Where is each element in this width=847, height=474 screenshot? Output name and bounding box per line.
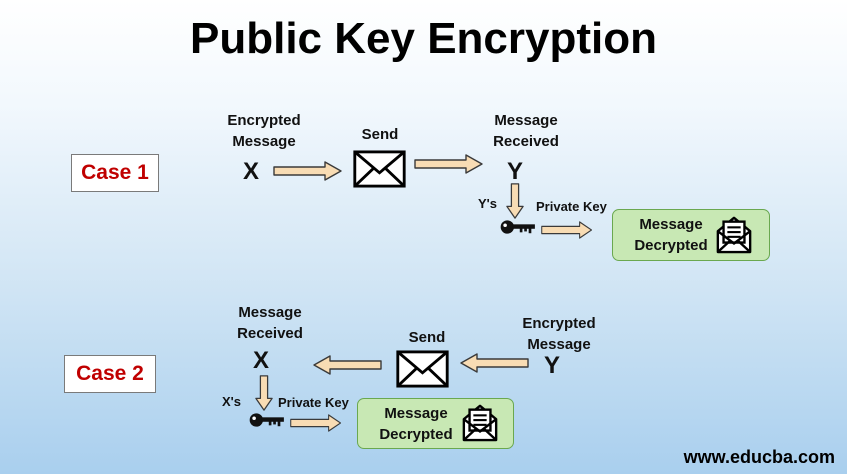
case-2-sender-y: Y <box>543 352 560 379</box>
page-title: Public Key Encryption <box>190 14 657 63</box>
case-1-decrypted-box: Message Decrypted <box>612 209 770 261</box>
case-1-envelope-icon <box>353 150 406 188</box>
case-2-down-arrow <box>255 375 273 411</box>
case-1-key-icon <box>500 220 535 234</box>
case-2-receiver-x: X <box>252 347 269 374</box>
case-2-key-icon <box>249 413 284 427</box>
case-2-send-label: Send <box>408 329 446 346</box>
case-1-key-owner-label: Y's <box>478 196 497 211</box>
case-2-encrypted-message-label: Encrypted Message <box>522 315 596 353</box>
case-2-arrow-to-send <box>459 353 529 373</box>
case-2-arrow-to-decrypted <box>290 414 342 432</box>
case-2-arrow-to-receiver <box>312 355 382 375</box>
case-1-sender-x: X <box>242 158 259 185</box>
case-1-private-key-label: Private Key <box>536 199 607 214</box>
case-2-label: Case 2 <box>64 355 156 393</box>
case-2-message-received-label: Message Received <box>237 304 303 342</box>
case-2-decrypted-box: Message Decrypted <box>357 398 514 449</box>
case-1-label: Case 1 <box>71 154 159 192</box>
case-1-message-received-label: Message Received <box>493 112 559 150</box>
case-1-receiver-y: Y <box>506 158 523 185</box>
case-2-key-owner-label: X's <box>222 394 241 409</box>
case-2-envelope-icon <box>396 350 449 388</box>
case-1-down-arrow <box>506 183 524 219</box>
case-1-arrow-to-decrypted <box>541 221 593 239</box>
case-1-arrow-to-send <box>273 161 343 181</box>
footer-url: www.educba.com <box>683 447 835 467</box>
case-1-send-label: Send <box>361 126 399 143</box>
case-1-arrow-to-receiver <box>414 154 484 174</box>
case-1-encrypted-message-label: Encrypted Message <box>227 112 301 150</box>
case-1-decrypted-label: Message Decrypted <box>634 216 708 254</box>
case-2-open-letter-icon <box>462 404 498 442</box>
case-1-open-letter-icon <box>716 216 752 254</box>
case-2-decrypted-label: Message Decrypted <box>379 405 453 443</box>
case-2-private-key-label: Private Key <box>278 395 349 410</box>
